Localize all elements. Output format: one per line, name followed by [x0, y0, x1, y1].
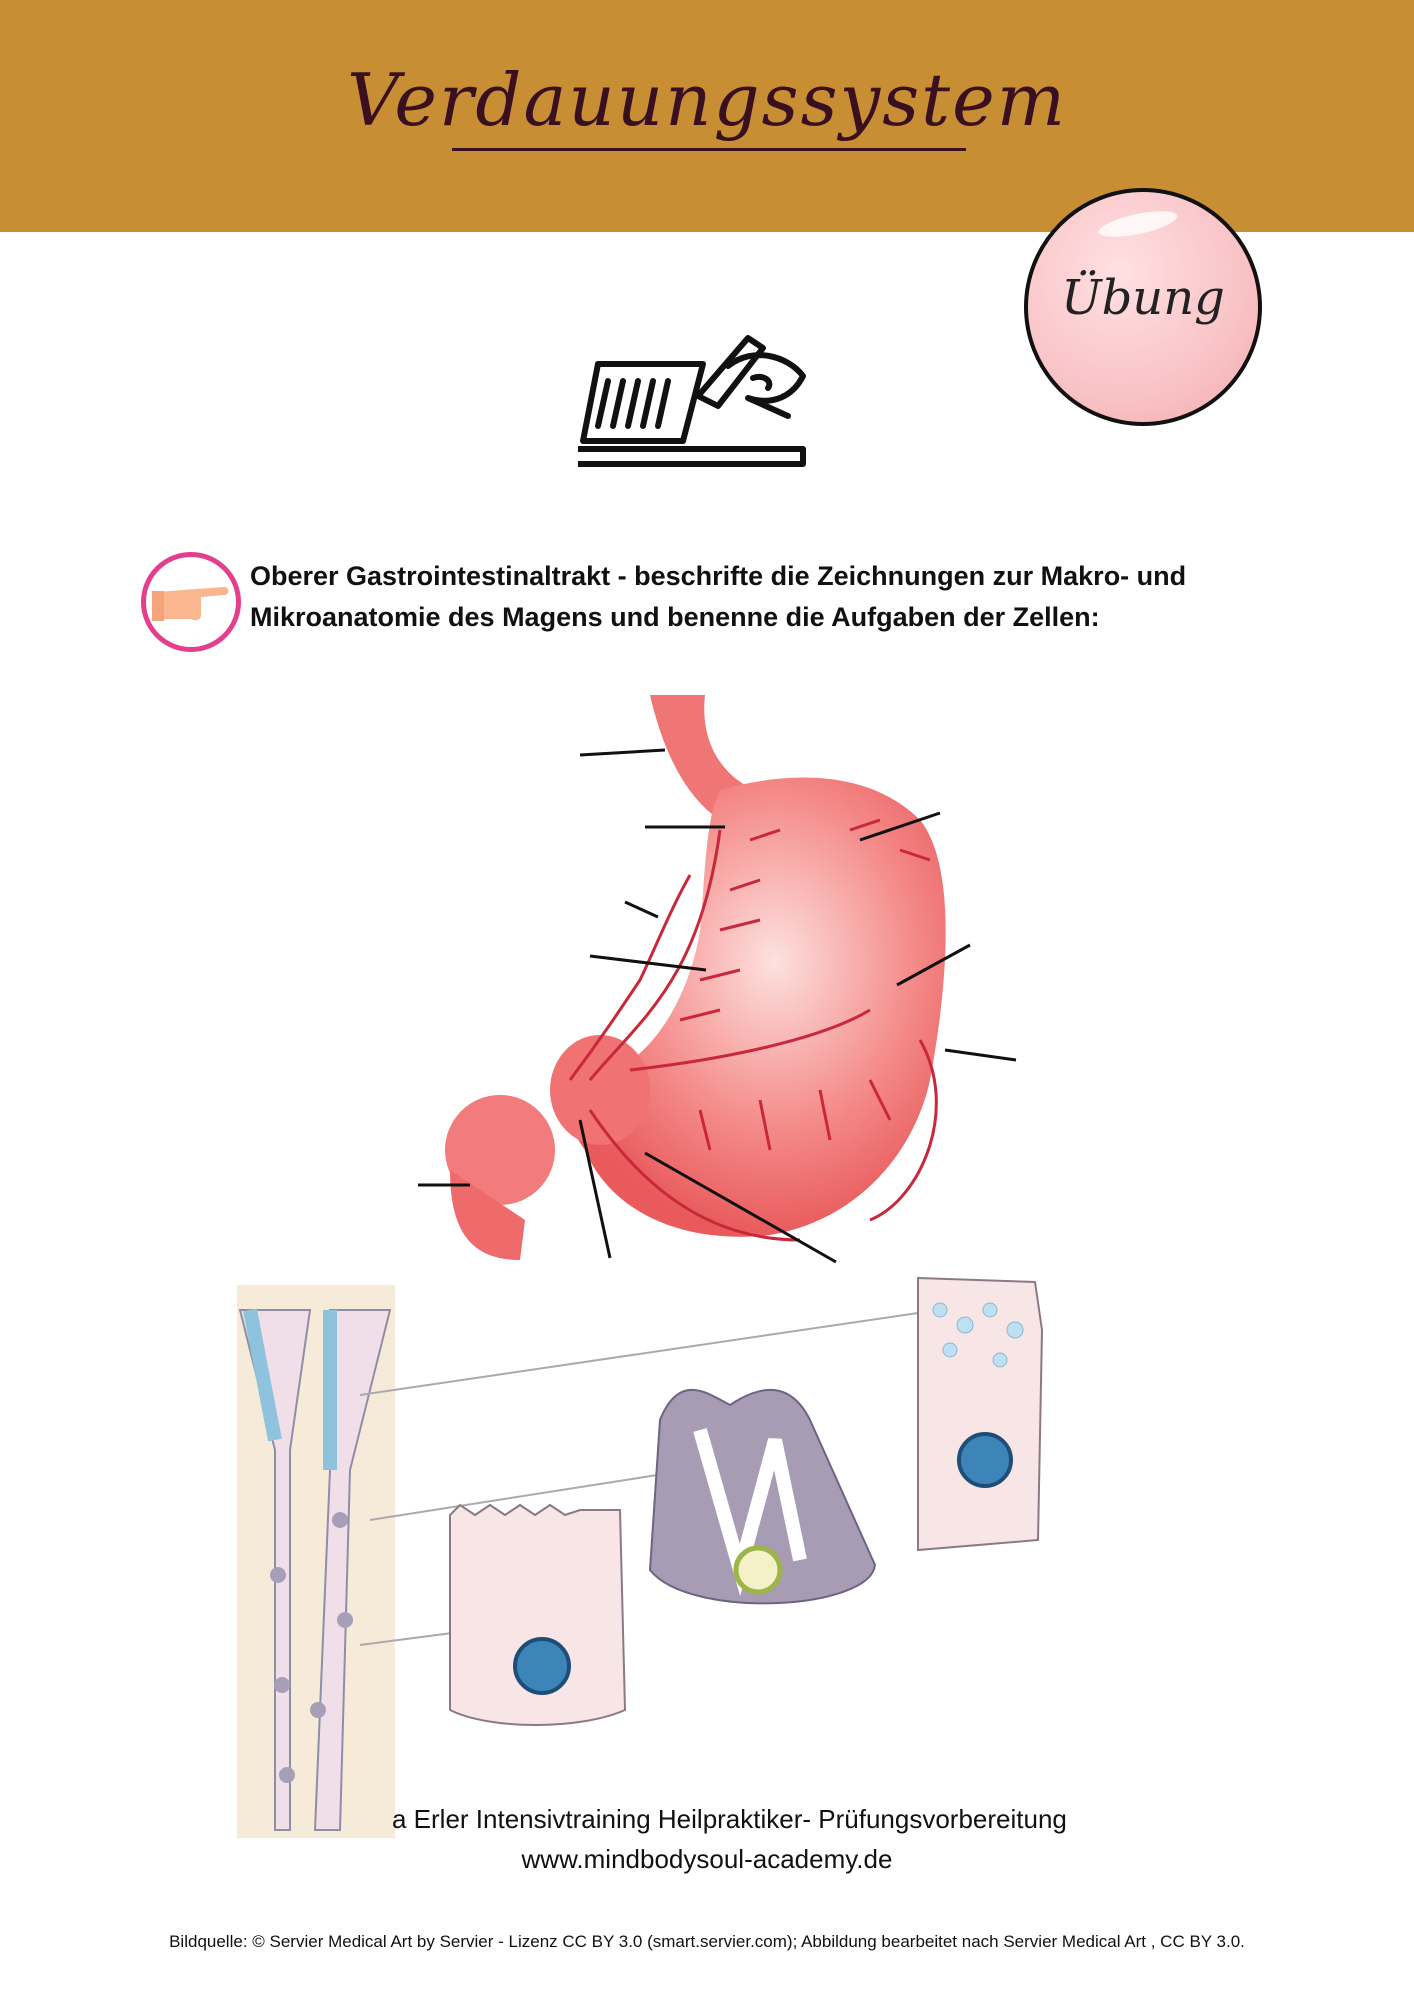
task-instruction: Oberer Gastrointestinaltrakt - beschrift… [250, 556, 1300, 638]
chief-cell [917, 1276, 1044, 1552]
page-title: Verdauungssystem [347, 58, 1067, 142]
image-credit: Bildquelle: © Servier Medical Art by Ser… [169, 1932, 1245, 1951]
badge-label: Übung [1061, 270, 1225, 326]
stomach-body [565, 777, 946, 1237]
footer-course-name: a Erler Intensivtraining Heilpraktiker- … [392, 1804, 1067, 1834]
connector-lines [359, 1312, 919, 1646]
blood-vessels [568, 818, 938, 1242]
title-underline [452, 148, 966, 151]
mucous-cell [449, 1503, 627, 1726]
exercise-badge: Übung [1024, 188, 1262, 426]
label-arrows [418, 748, 1017, 1264]
stomach-illustration [400, 680, 1040, 1285]
badge-shine [1096, 205, 1180, 243]
task-line-2: Mikroanatomie des Magens und benenne die… [250, 602, 1100, 632]
task-line-1: Oberer Gastrointestinaltrakt - beschrift… [250, 561, 1187, 591]
esophagus [650, 695, 745, 820]
footer-website-link[interactable]: www.mindbodysoul-academy.de [521, 1844, 893, 1874]
pointing-hand-icon [141, 552, 241, 652]
duodenum [445, 1035, 650, 1260]
gastric-histology-illustration [230, 1270, 1070, 1845]
writing-hand-icon [575, 326, 814, 476]
